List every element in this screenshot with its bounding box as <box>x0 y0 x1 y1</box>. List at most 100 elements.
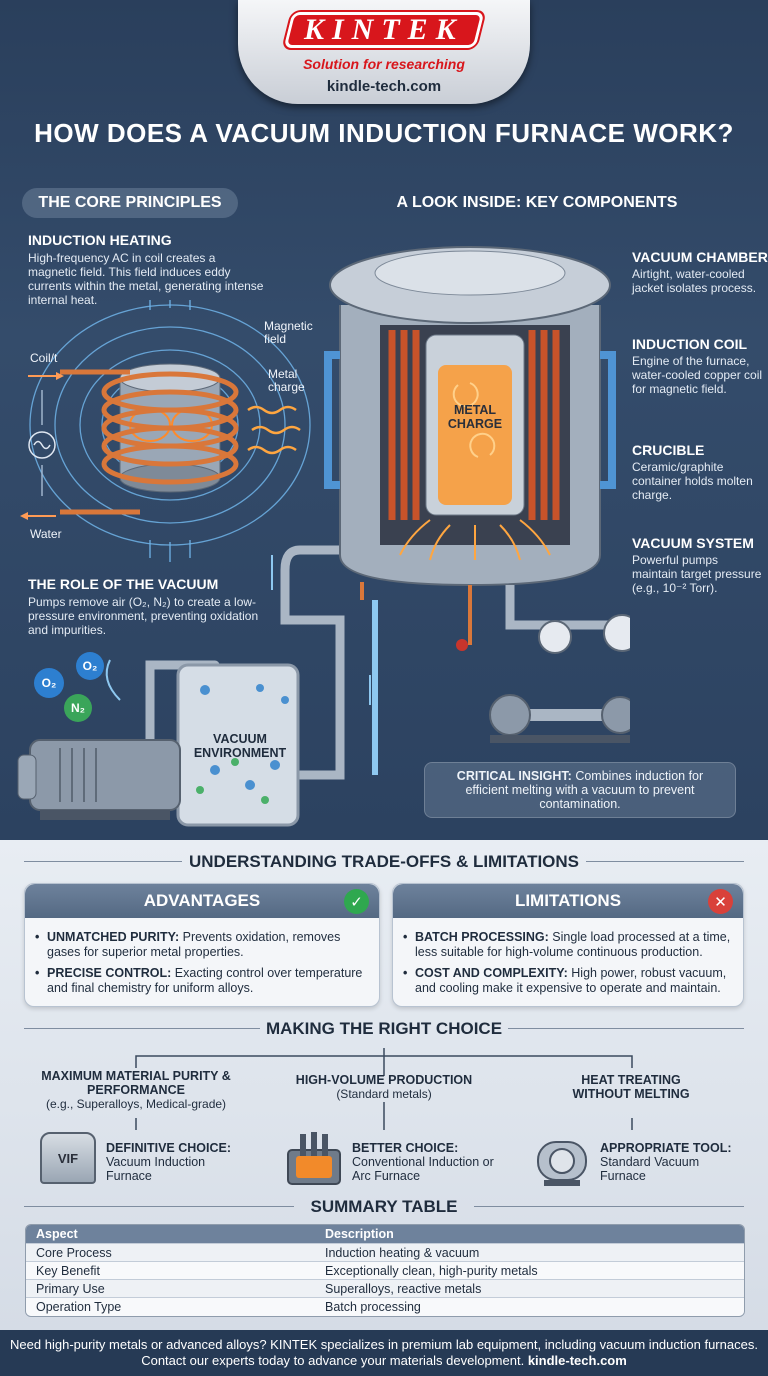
table-cell: Superalloys, reactive metals <box>315 1279 744 1298</box>
advantage-label: UNMATCHED PURITY: <box>47 930 180 944</box>
footer-text: Need high-purity metals or advanced allo… <box>10 1337 758 1368</box>
result-2: Conventional Induction or Arc Furnace <box>352 1155 494 1183</box>
list-item: COST AND COMPLEXITY: High power, robust … <box>403 966 731 996</box>
limitation-label: BATCH PROCESSING: <box>415 930 549 944</box>
metal-charge-label: Metal charge <box>268 367 305 394</box>
choice-need-1: MAXIMUM MATERIAL PURITY & PERFORMANCE <box>41 1069 231 1097</box>
result-label-3: APPROPRIATE TOOL: <box>600 1141 732 1155</box>
list-item: UNMATCHED PURITY: Prevents oxidation, re… <box>35 930 367 960</box>
furnace-cutaway <box>324 246 630 743</box>
result-label-2: BETTER CHOICE: <box>352 1141 459 1155</box>
limitations-title: LIMITATIONS <box>514 891 622 910</box>
pump-motor <box>489 694 531 736</box>
coil-label: Coil/t <box>30 351 58 365</box>
arc-furnace-icon <box>287 1132 341 1185</box>
column-header: Aspect <box>26 1225 315 1244</box>
insight-label: CRITICAL INSIGHT: <box>456 769 572 783</box>
divider <box>508 1028 744 1029</box>
core-principles-heading: THE CORE PRINCIPLES <box>22 188 238 218</box>
component-title-crucible: CRUCIBLE <box>632 442 705 458</box>
o2-molecule-2: O₂ <box>76 652 104 680</box>
choice-heading: MAKING THE RIGHT CHOICE <box>265 1019 503 1038</box>
table-cell: Key Benefit <box>26 1261 315 1280</box>
table-cell: Operation Type <box>26 1297 315 1316</box>
brand-name: KINTEK <box>304 13 464 46</box>
column-header: Description <box>315 1225 744 1244</box>
ac-source-icon <box>28 431 56 459</box>
component-text-induction-coil: Engine of the furnace, water-cooled copp… <box>632 354 763 396</box>
advantage-text: Exacting control over temperature and fi… <box>47 966 363 995</box>
result-1: Vacuum Induction Furnace <box>106 1155 206 1183</box>
metal-charge-inside-label: METAL CHARGE <box>447 403 503 431</box>
check-icon: ✓ <box>344 889 369 914</box>
component-title-vacuum-system: VACUUM SYSTEM <box>632 535 754 551</box>
table-cell: Core Process <box>26 1243 315 1262</box>
component-text-vacuum-system: Powerful pumps maintain target pressure … <box>632 553 762 595</box>
critical-insight-box: CRITICAL INSIGHT: Combines induction for… <box>424 762 736 818</box>
field-arrows <box>149 300 191 562</box>
decision-tree-lines <box>135 1048 633 1130</box>
divider <box>24 1028 260 1029</box>
summary-heading: SUMMARY TABLE <box>310 1197 458 1216</box>
choice-need-2: HIGH-VOLUME PRODUCTION <box>295 1073 473 1087</box>
advantages-title: ADVANTAGES <box>143 891 261 910</box>
divider <box>24 861 182 862</box>
tradeoffs-heading: UNDERSTANDING TRADE-OFFS & LIMITATIONS <box>188 852 580 871</box>
limitations-header: LIMITATIONS ✕ <box>393 884 743 918</box>
brand-tagline: Solution for researching <box>303 56 465 72</box>
advantage-label: PRECISE CONTROL: <box>47 966 172 980</box>
limitation-label: COST AND COMPLEXITY: <box>415 966 568 980</box>
list-item: PRECISE CONTROL: Exacting control over t… <box>35 966 367 996</box>
choice-sub-2: (Standard metals) <box>336 1087 432 1101</box>
n2-molecule: N₂ <box>64 694 92 722</box>
insight-text: Combines induction for efficient melting… <box>465 769 704 811</box>
kintek-logo[interactable]: KINTEK <box>283 12 485 48</box>
key-components-heading: A LOOK INSIDE: KEY COMPONENTS <box>396 194 678 211</box>
table-cell: Batch processing <box>315 1297 744 1316</box>
vif-furnace-icon: VIF <box>40 1132 96 1184</box>
limitation-text: Single load processed at a time, less su… <box>415 930 731 959</box>
induction-coil-cross-section <box>388 330 560 520</box>
divider <box>474 1206 744 1207</box>
table-cell: Exceptionally clean, high-purity metals <box>315 1261 744 1280</box>
magnetic-field-label: Magnetic field <box>264 319 313 346</box>
table-cell: Primary Use <box>26 1279 315 1298</box>
table-cell: Induction heating & vacuum <box>315 1243 744 1262</box>
page-title: HOW DOES A VACUUM INDUCTION FURNACE WORK… <box>34 118 734 148</box>
footer: Need high-purity metals or advanced allo… <box>0 1330 768 1376</box>
induction-text: High-frequency AC in coil creates a magn… <box>28 251 264 307</box>
divider <box>24 1206 294 1207</box>
copper-coil <box>101 371 239 485</box>
heat-arrows <box>399 519 551 561</box>
divider <box>586 861 744 862</box>
vacuum-furnace-icon <box>537 1141 587 1186</box>
brand-url[interactable]: kindle-tech.com <box>326 78 442 95</box>
vacuum-pump-system <box>17 545 378 827</box>
advantages-card: ADVANTAGES ✓ UNMATCHED PURITY: Prevents … <box>24 883 380 1007</box>
component-text-crucible: Ceramic/graphite container holds molten … <box>632 460 753 502</box>
valve-handle[interactable] <box>456 639 468 651</box>
component-title-vacuum-chamber: VACUUM CHAMBER <box>632 249 768 265</box>
limitations-card: LIMITATIONS ✕ BATCH PROCESSING: Single l… <box>392 883 744 1007</box>
vacuum-pump <box>29 739 181 811</box>
o2-molecule: O₂ <box>34 668 64 698</box>
component-text-vacuum-chamber: Airtight, water-cooled jacket isolates p… <box>632 267 757 295</box>
choice-need-3: HEAT TREATING WITHOUT MELTING <box>572 1073 690 1101</box>
induction-heading: INDUCTION HEATING <box>28 232 172 248</box>
vacuum-role-heading: THE ROLE OF THE VACUUM <box>28 576 219 592</box>
result-label-1: DEFINITIVE CHOICE: <box>106 1141 232 1155</box>
cross-icon: ✕ <box>708 889 733 914</box>
vacuum-environment-label: VACUUM ENVIRONMENT <box>193 732 287 760</box>
footer-link[interactable]: kindle-tech.com <box>527 1353 627 1368</box>
pressure-gauge-2 <box>603 614 630 652</box>
list-item: BATCH PROCESSING: Single load processed … <box>403 930 731 960</box>
component-title-induction-coil: INDUCTION COIL <box>632 336 748 352</box>
choice-sub-1: (e.g., Superalloys, Medical-grade) <box>45 1097 227 1111</box>
water-label: Water <box>30 527 62 541</box>
induction-heating-illustration <box>20 300 311 562</box>
